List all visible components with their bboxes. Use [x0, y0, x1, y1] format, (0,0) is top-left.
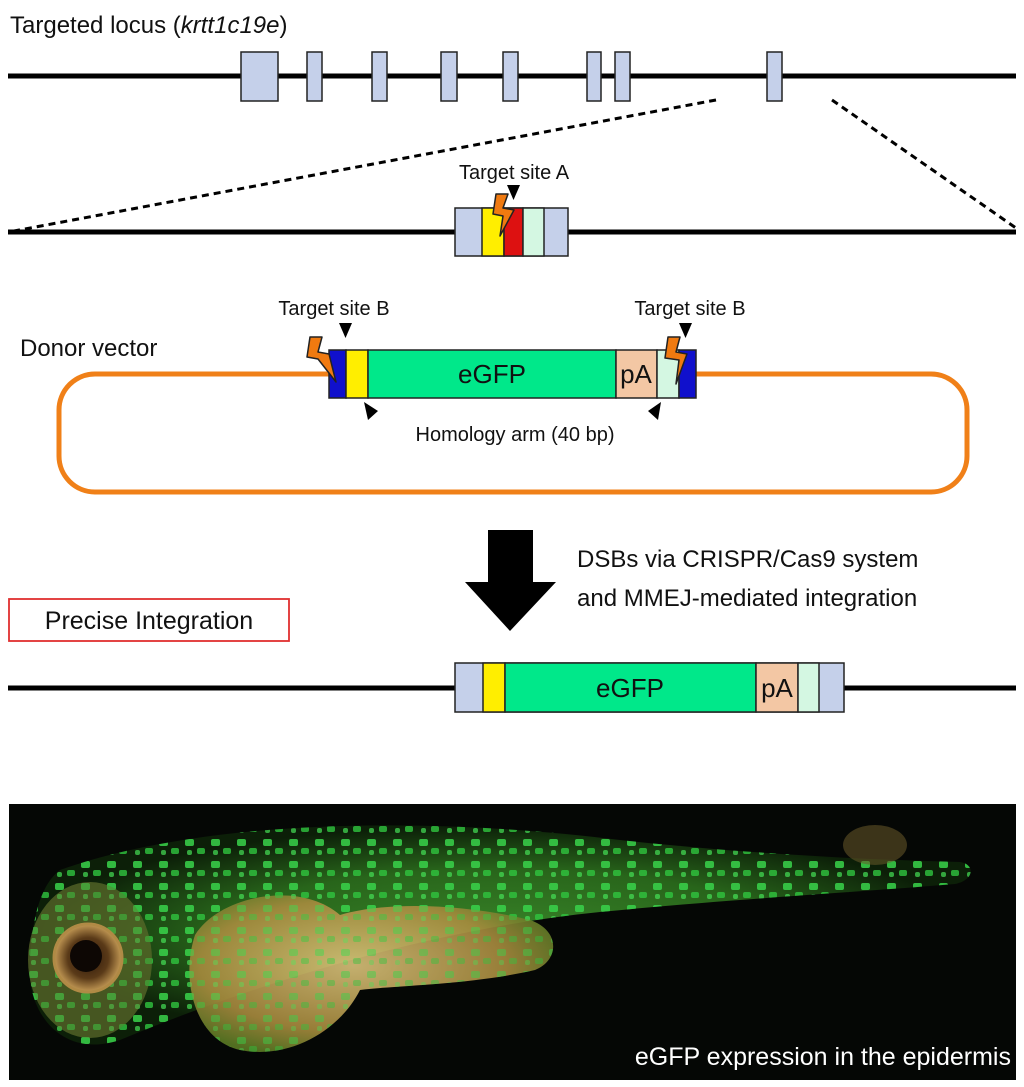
- triangle-marker-icon: [507, 185, 520, 200]
- exon: [586, 51, 602, 102]
- egfp-segment: [367, 349, 617, 399]
- donor-egfp-label: eGFP: [458, 359, 526, 389]
- triangle-marker-icon: [339, 323, 352, 338]
- precise-integration-box: [8, 598, 290, 642]
- triangle-marker-icon: [679, 323, 692, 338]
- target-site-b-left-label: Target site B: [278, 298, 389, 320]
- genomic-locus: [8, 51, 1016, 102]
- lightning-bolt-icon: [492, 193, 515, 237]
- precise-integration-label: Precise Integration: [45, 607, 253, 635]
- homology-arm-label: Homology arm (40 bp): [416, 424, 615, 446]
- result-egfp-label: eGFP: [596, 673, 664, 703]
- photo-caption: eGFP expression in the epidermis: [635, 1043, 1011, 1071]
- target-site-b-right-label: Target site B: [634, 298, 745, 320]
- lightning-bolt-icon: [664, 336, 688, 385]
- triangle-marker-icon: [648, 402, 661, 420]
- zoomed-exon: [8, 193, 1016, 257]
- egfp-segment: [504, 662, 757, 713]
- method-line-1: DSBs via CRISPR/Cas9 system: [577, 546, 918, 573]
- donor-pa-label: pA: [620, 359, 652, 389]
- method-line-2: and MMEJ-mediated integration: [577, 585, 917, 612]
- donor-vector: [56, 336, 970, 495]
- fluorescence-photo: [9, 804, 1016, 1080]
- arrow-down-icon: [465, 530, 556, 631]
- locus-title: Targeted locus (krtt1c19e): [10, 12, 287, 39]
- result-pa-label: pA: [761, 673, 793, 703]
- exon: [502, 51, 519, 102]
- exon-targeted: [766, 51, 783, 102]
- exon: [371, 51, 388, 102]
- exon: [614, 51, 631, 102]
- exon: [440, 51, 458, 102]
- pa-segment: [755, 662, 799, 713]
- pa-segment: [615, 349, 658, 399]
- lightning-bolt-icon: [306, 336, 337, 383]
- triangle-marker-icon: [364, 402, 378, 420]
- zoom-lines: [13, 98, 1017, 233]
- target-site-a-label: Target site A: [459, 162, 570, 184]
- exon: [240, 51, 279, 102]
- integrated-locus: [8, 662, 1016, 713]
- exon: [306, 51, 323, 102]
- donor-vector-label: Donor vector: [20, 335, 157, 362]
